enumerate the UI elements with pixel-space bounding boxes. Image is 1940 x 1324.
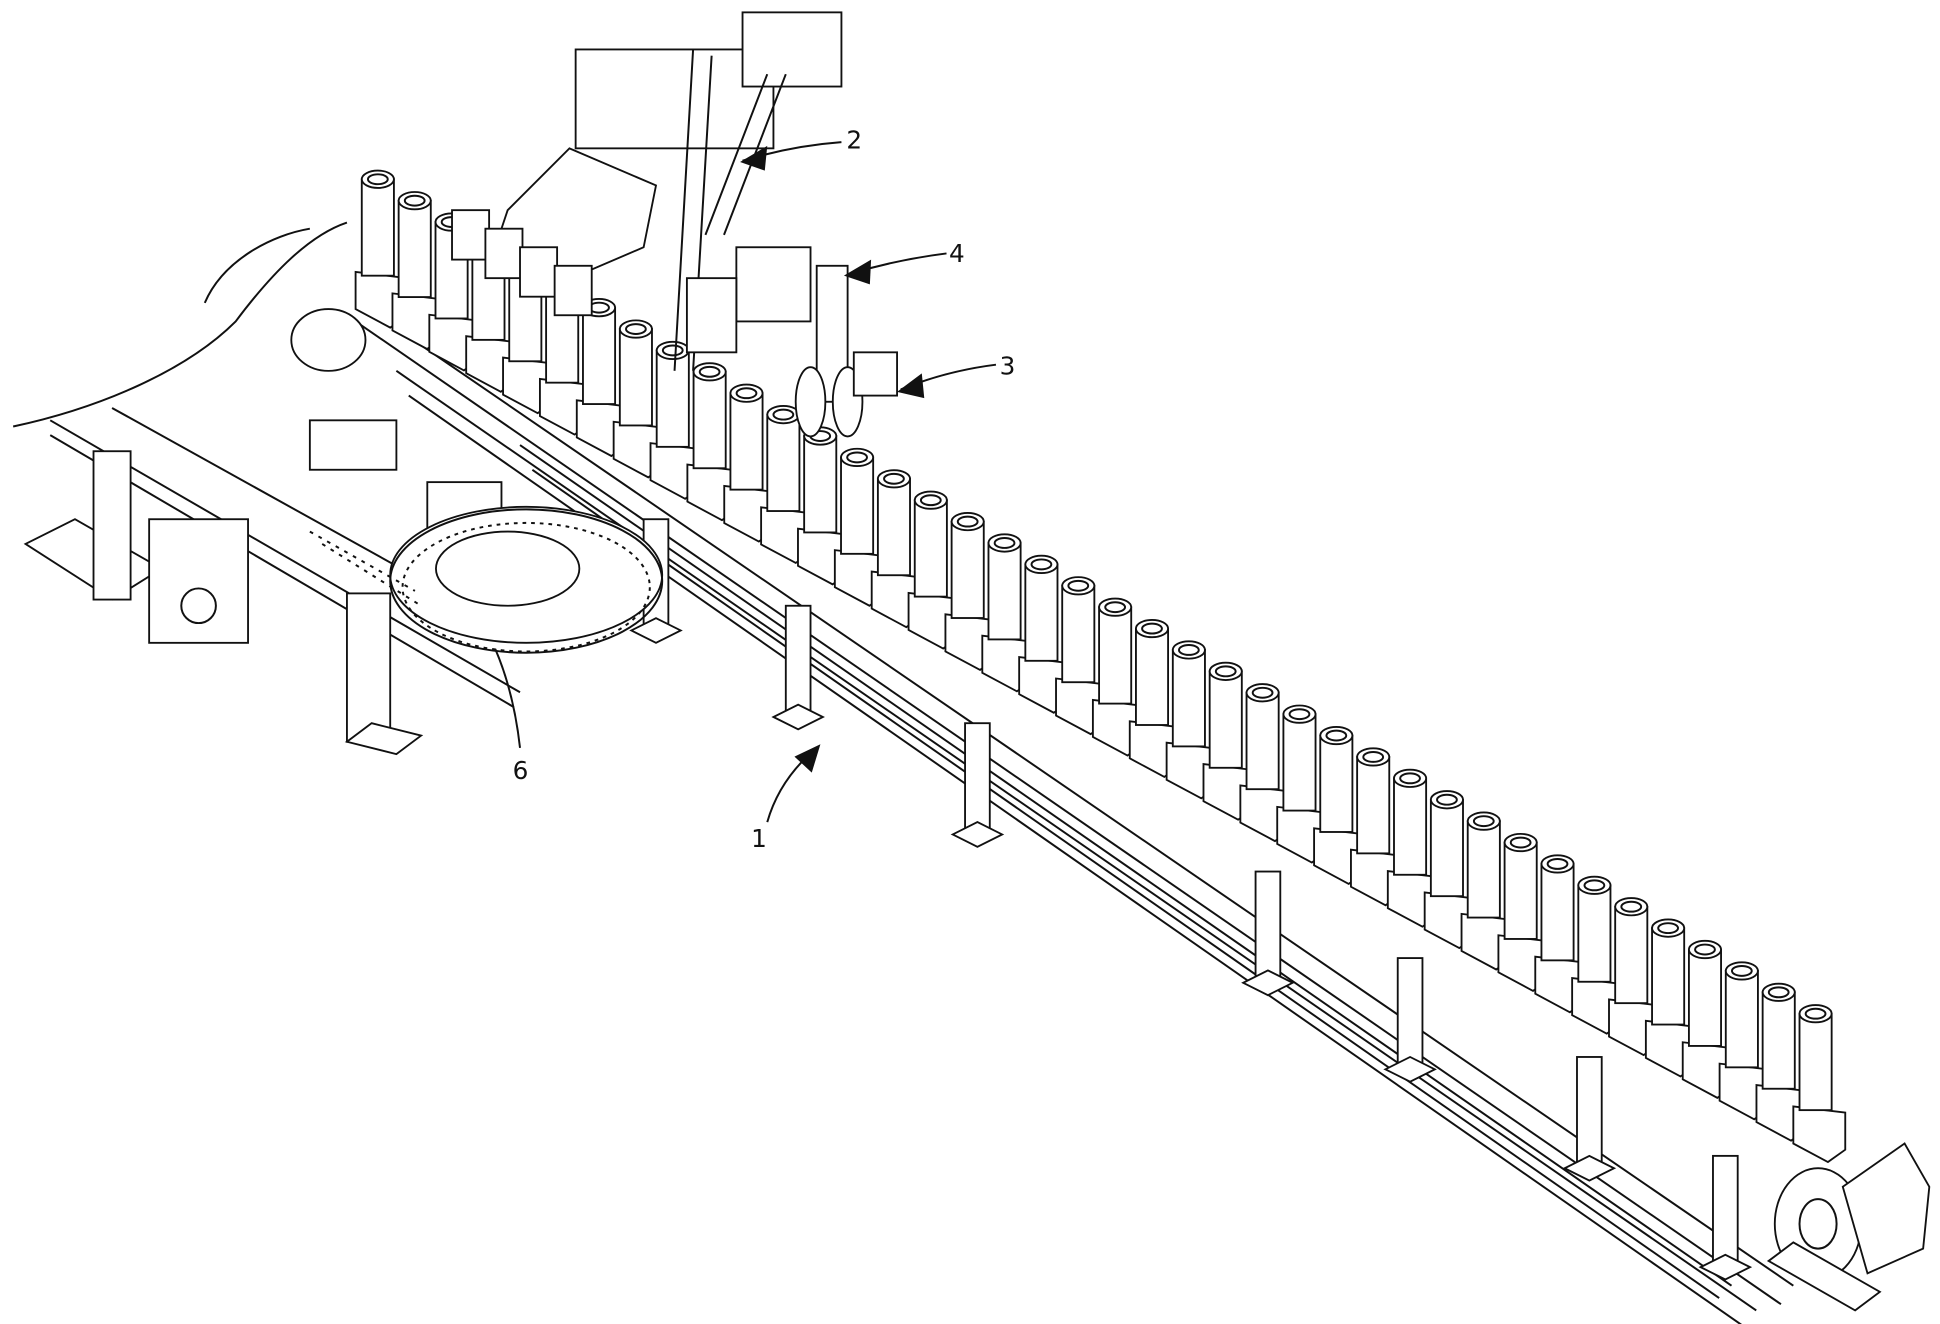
label-6: 6 bbox=[513, 756, 529, 785]
cylinder-row bbox=[356, 171, 1846, 1162]
support-leg bbox=[1565, 1057, 1614, 1181]
label-2: 2 bbox=[846, 125, 862, 154]
leader-4 bbox=[844, 253, 947, 284]
cylinder-station bbox=[1793, 1005, 1845, 1162]
drive-wheel bbox=[291, 309, 365, 371]
housing-outline-2 bbox=[205, 229, 310, 303]
leader-1 bbox=[767, 744, 820, 822]
label-3: 3 bbox=[1000, 352, 1016, 381]
support-leg bbox=[1701, 1156, 1750, 1280]
label-4: 4 bbox=[949, 239, 965, 268]
support-leg bbox=[1385, 958, 1434, 1082]
leader-3 bbox=[897, 365, 996, 398]
label-1: 1 bbox=[751, 824, 767, 853]
